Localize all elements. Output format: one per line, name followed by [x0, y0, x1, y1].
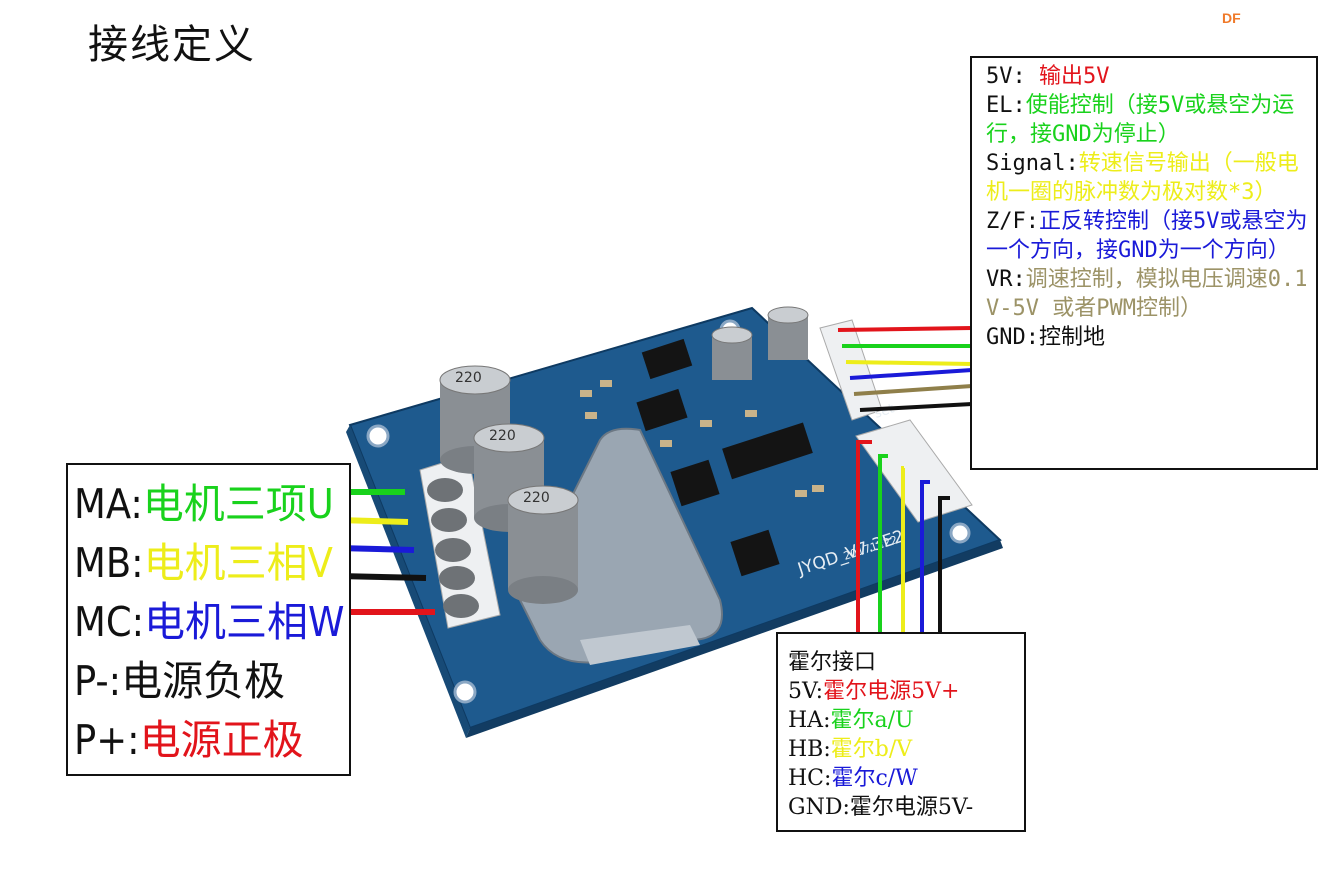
- cap-label: 220: [455, 370, 482, 386]
- legend-row: 5V:霍尔电源5V+: [788, 679, 960, 704]
- legend-row: EL:使能控制（接5V或悬空为运行，接GND为停止）: [986, 93, 1295, 147]
- ic-chip: [641, 338, 693, 380]
- capacitor: [507, 485, 579, 604]
- heatsink-strip: [518, 427, 723, 664]
- page-title: 接线定义: [88, 22, 256, 68]
- hall-legend-title: 霍尔接口: [788, 650, 877, 675]
- legend-row: VR:调速控制，模拟电压调速0.1V-5V 或者PWM控制）: [986, 267, 1308, 321]
- legend-row: MB:电机三相V: [74, 539, 333, 587]
- ic-chip: [730, 529, 780, 577]
- legend-row: HC:霍尔c/W: [788, 766, 918, 791]
- ic-chip: [670, 459, 720, 507]
- control-pin-legend: 5V: 输出5V EL:使能控制（接5V或悬空为运行，接GND为停止） Sign…: [970, 56, 1318, 470]
- brand-logo: DF: [1222, 10, 1241, 26]
- motor-terminal-legend: MA:电机三项U MB:电机三相V MC:电机三相W P-:电源负极 P+:电源…: [66, 463, 351, 776]
- control-wires: [837, 326, 973, 412]
- mount-hole: [949, 522, 971, 544]
- legend-row: P+:电源正极: [74, 716, 304, 764]
- legend-row: GND:控制地: [986, 325, 1105, 350]
- legend-row: P-:电源负极: [74, 657, 286, 705]
- small-capacitor: [711, 306, 809, 380]
- ic-chip: [636, 388, 688, 432]
- hall-pin-legend: 霍尔接口 5V:霍尔电源5V+ HA:霍尔a/U HB:霍尔b/V HC:霍尔c…: [776, 632, 1026, 832]
- cap-label: 220: [523, 490, 550, 506]
- legend-row: 5V: 输出5V: [986, 64, 1110, 89]
- legend-row: GND:霍尔电源5V-: [788, 795, 974, 820]
- capacitor: [473, 423, 545, 532]
- cap-label: 220: [489, 428, 516, 444]
- mount-hole: [366, 424, 390, 448]
- legend-row: HB:霍尔b/V: [788, 737, 913, 762]
- hall-wires: [856, 440, 950, 635]
- legend-row: HA:霍尔a/U: [788, 708, 914, 733]
- legend-row: Signal:转速信号输出（一般电机一圈的脉冲数为极对数*3）: [986, 151, 1299, 205]
- legend-row: Z/F:正反转控制（接5V或悬空为一个方向，接GND为一个方向）: [986, 209, 1308, 263]
- legend-row: MC:电机三相W: [74, 598, 345, 646]
- mount-hole: [453, 680, 477, 704]
- ic-chip: [722, 422, 813, 480]
- legend-row: MA:电机三项U: [74, 480, 334, 528]
